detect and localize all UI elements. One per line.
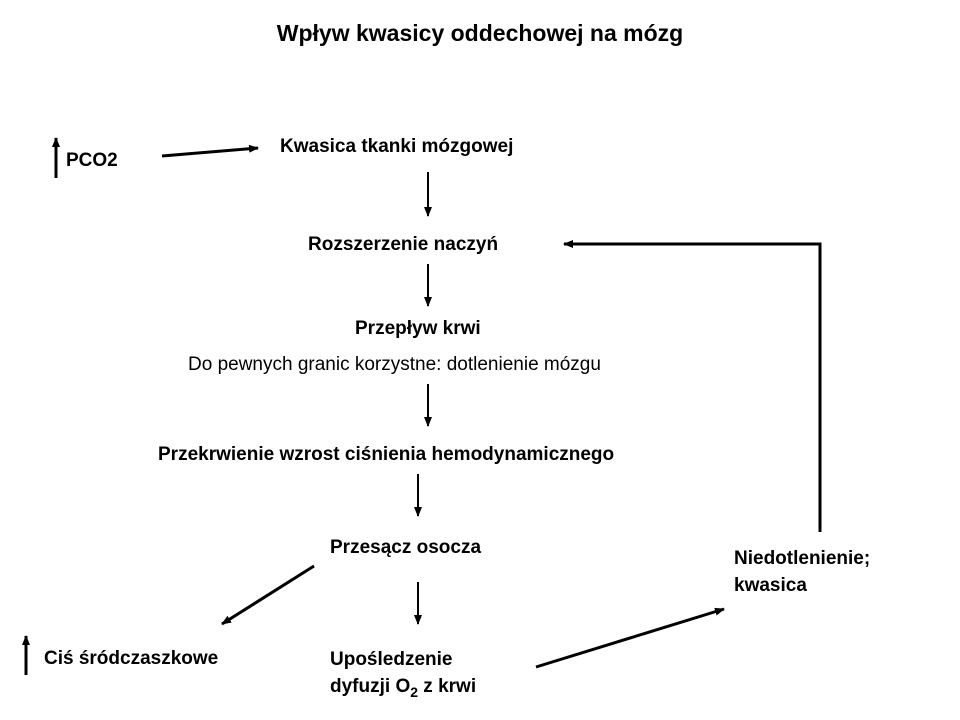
uposledzenie-line-1: Upośledzenie xyxy=(330,649,453,670)
node-przekrwienie: Przekrwienie wzrost ciśnienia hemodynami… xyxy=(158,444,615,465)
niedotlenienie-line-1: Niedotlenienie; xyxy=(734,548,871,569)
niedotlenienie-line-2: kwasica xyxy=(734,574,807,596)
node-korzystne-note: Do pewnych granic korzystne: dotlenienie… xyxy=(188,354,601,375)
node-uposledzenie-dyfuzji: Upośledzenie dyfuzji O2 z krwi xyxy=(330,647,476,702)
uposledzenie-text-a: dyfuzji O xyxy=(330,675,411,697)
uposledzenie-subscript: 2 xyxy=(410,683,419,700)
feedback-arrow-to-rozszerzenie xyxy=(563,240,822,532)
arrow-uposledzenie-to-niedotlenienie xyxy=(535,607,725,669)
node-kwasica-tkanki: Kwasica tkanki mózgowej xyxy=(280,136,514,157)
node-cisnienie-srodczaszkowe: Ciś śródczaszkowe xyxy=(44,648,219,669)
diagram-title: Wpływ kwasicy oddechowej na mózg xyxy=(276,20,684,46)
node-przesacz-osocza: Przesącz osocza xyxy=(330,537,482,558)
node-niedotlenienie: Niedotlenienie; kwasica xyxy=(734,546,870,599)
uposledzenie-line-2: dyfuzji O2 z krwi xyxy=(330,674,476,702)
uposledzenie-text-b: z krwi xyxy=(418,675,477,697)
arrow-przesacz-to-cisnienie xyxy=(221,564,315,626)
node-pco2: PCO2 xyxy=(66,150,118,171)
node-przeplyw-krwi: Przepływ krwi xyxy=(355,318,481,339)
node-rozszerzenie-naczyn: Rozszerzenie naczyń xyxy=(308,234,499,255)
arrow-pco2-to-kwasica xyxy=(161,144,259,158)
